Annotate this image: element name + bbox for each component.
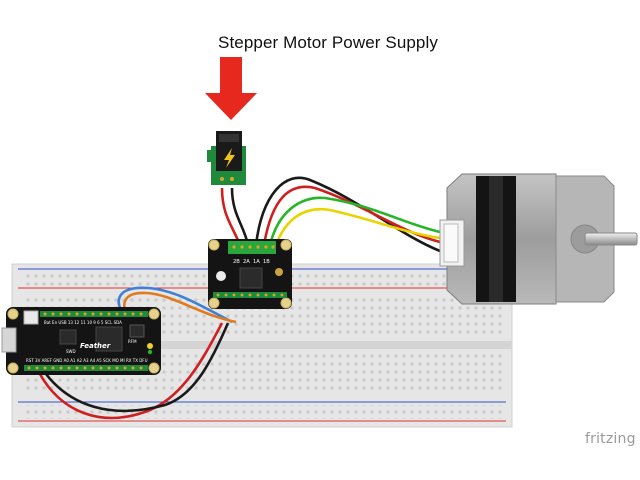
stepper-driver-board: 2B 2A 1A 1B	[208, 239, 292, 309]
wire-orange	[123, 291, 237, 324]
feather-board: Feather Bat En USB 13 12 11 10 9 6 5 SCL…	[1, 307, 161, 375]
feather-header-top: Bat En USB 13 12 11 10 9 6 5 SCL SDA	[44, 320, 122, 325]
wire-black-logic	[44, 322, 230, 413]
power-arrow	[205, 57, 257, 120]
usb-connector	[1, 327, 17, 353]
wire-yellow-motor	[274, 207, 441, 246]
dc-barrel-jack	[207, 131, 246, 185]
feather-chip-swd: SWD	[66, 349, 76, 354]
fritzing-watermark: fritzing	[585, 431, 636, 447]
wire-blue	[117, 286, 233, 324]
feather-chip-rfm: RFM	[128, 339, 137, 344]
stepper-motor	[439, 173, 638, 305]
wire-black-motor	[254, 176, 441, 253]
feather-label: Feather	[80, 342, 111, 350]
motor-shaft	[584, 232, 638, 246]
motor-wires	[254, 176, 441, 253]
driver-label-2a: 2A	[243, 259, 250, 265]
driver-label-1a: 1A	[253, 259, 260, 265]
lightning-icon	[224, 148, 235, 168]
diagram-title: Stepper Motor Power Supply	[218, 33, 438, 52]
wire-black-power	[230, 187, 250, 246]
driver-label-2b: 2B	[233, 259, 240, 265]
wire-red-logic	[38, 322, 224, 420]
driver-label-1b: 1B	[263, 259, 270, 265]
feather-header-bottom: RST 3V AREF GND A0 A1 A2 A3 A4 A5 SCK MO…	[26, 358, 148, 363]
logic-wires	[38, 286, 237, 420]
wire-green-motor	[268, 196, 441, 246]
power-wires	[220, 187, 250, 246]
battery-connector	[23, 310, 39, 325]
